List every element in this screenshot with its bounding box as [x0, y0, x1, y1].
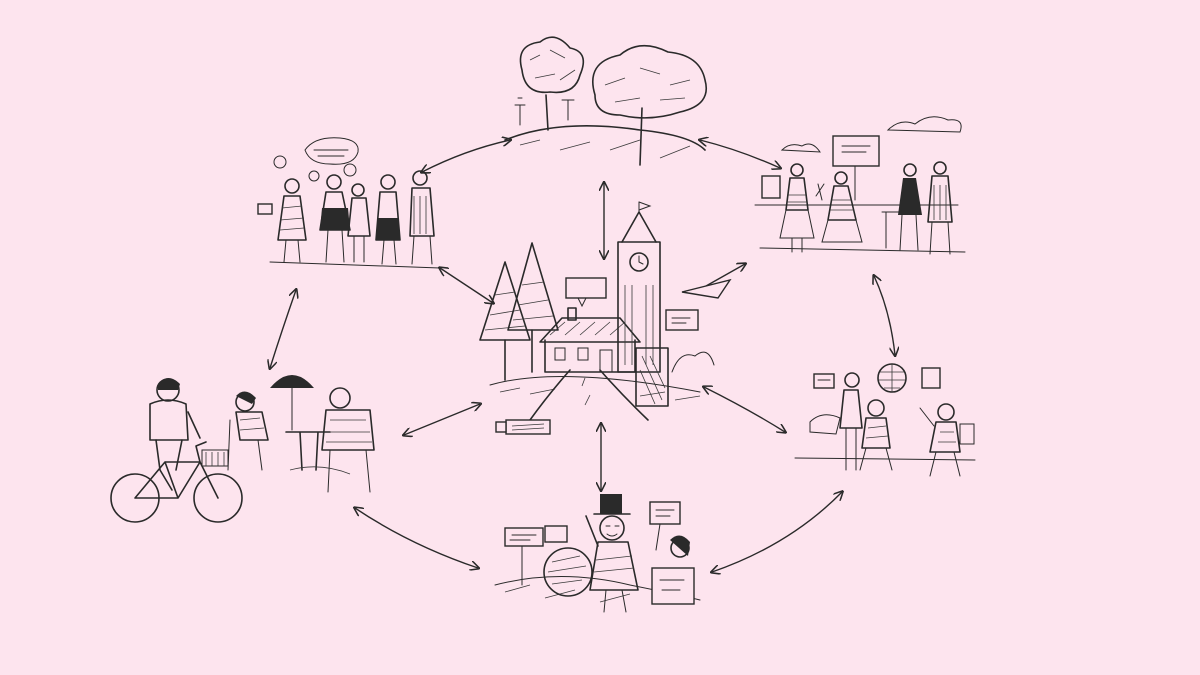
balloon-icon — [543, 547, 593, 597]
arrow-classroom-to-celebration — [712, 492, 842, 572]
bicycle-icon — [110, 441, 243, 523]
pine-tree-icon — [479, 242, 559, 381]
candle-icon — [495, 419, 551, 435]
exhibition-sketch — [754, 116, 966, 255]
speech-box-icon — [565, 277, 607, 299]
leisure-sketch — [110, 375, 375, 523]
top-hat-person-icon — [585, 494, 639, 613]
arrow-social-to-park — [422, 140, 510, 172]
connection-arrows — [270, 140, 895, 572]
park-trees-sketch — [504, 36, 707, 166]
notice-board-icon — [665, 309, 699, 331]
child-icon — [839, 372, 863, 471]
celebration-sketch — [494, 494, 701, 613]
house-icon — [539, 307, 641, 373]
lamp-icon — [270, 375, 314, 431]
arrow-town-to-social — [440, 268, 493, 303]
person-icon — [779, 163, 815, 253]
tree-icon — [519, 36, 585, 131]
social-gathering-sketch — [257, 137, 441, 269]
arrow-town-to-classroom — [704, 387, 785, 432]
classroom-sketch — [794, 363, 976, 477]
person-icon — [927, 161, 953, 255]
person-icon — [319, 174, 351, 263]
cafe-person-icon — [227, 391, 269, 471]
cafe-person-icon — [321, 387, 375, 493]
arrow-park-to-exhibition — [700, 140, 780, 168]
child-icon — [859, 399, 893, 471]
seated-person-icon — [651, 535, 695, 605]
arrow-town-to-leisure — [404, 404, 480, 435]
paper-plane-icon — [681, 278, 732, 299]
person-icon — [257, 178, 307, 263]
screen-icon — [832, 135, 880, 167]
cyclist-icon — [149, 378, 201, 491]
arrow-exhibition-to-classroom — [874, 276, 895, 355]
child-icon — [919, 403, 961, 477]
person-icon — [898, 163, 922, 251]
tree-icon — [592, 44, 707, 166]
clock-tower-icon — [617, 201, 661, 373]
arrow-town-to-exhibition — [705, 264, 745, 287]
person-icon — [375, 174, 401, 265]
person-icon — [347, 183, 371, 263]
arrow-leisure-to-social — [270, 290, 296, 368]
person-icon — [821, 171, 863, 243]
central-town-sketch — [479, 201, 732, 435]
person-icon — [409, 170, 435, 265]
arrow-celebration-to-leisure — [355, 508, 478, 568]
sign-post-icon — [504, 527, 544, 547]
